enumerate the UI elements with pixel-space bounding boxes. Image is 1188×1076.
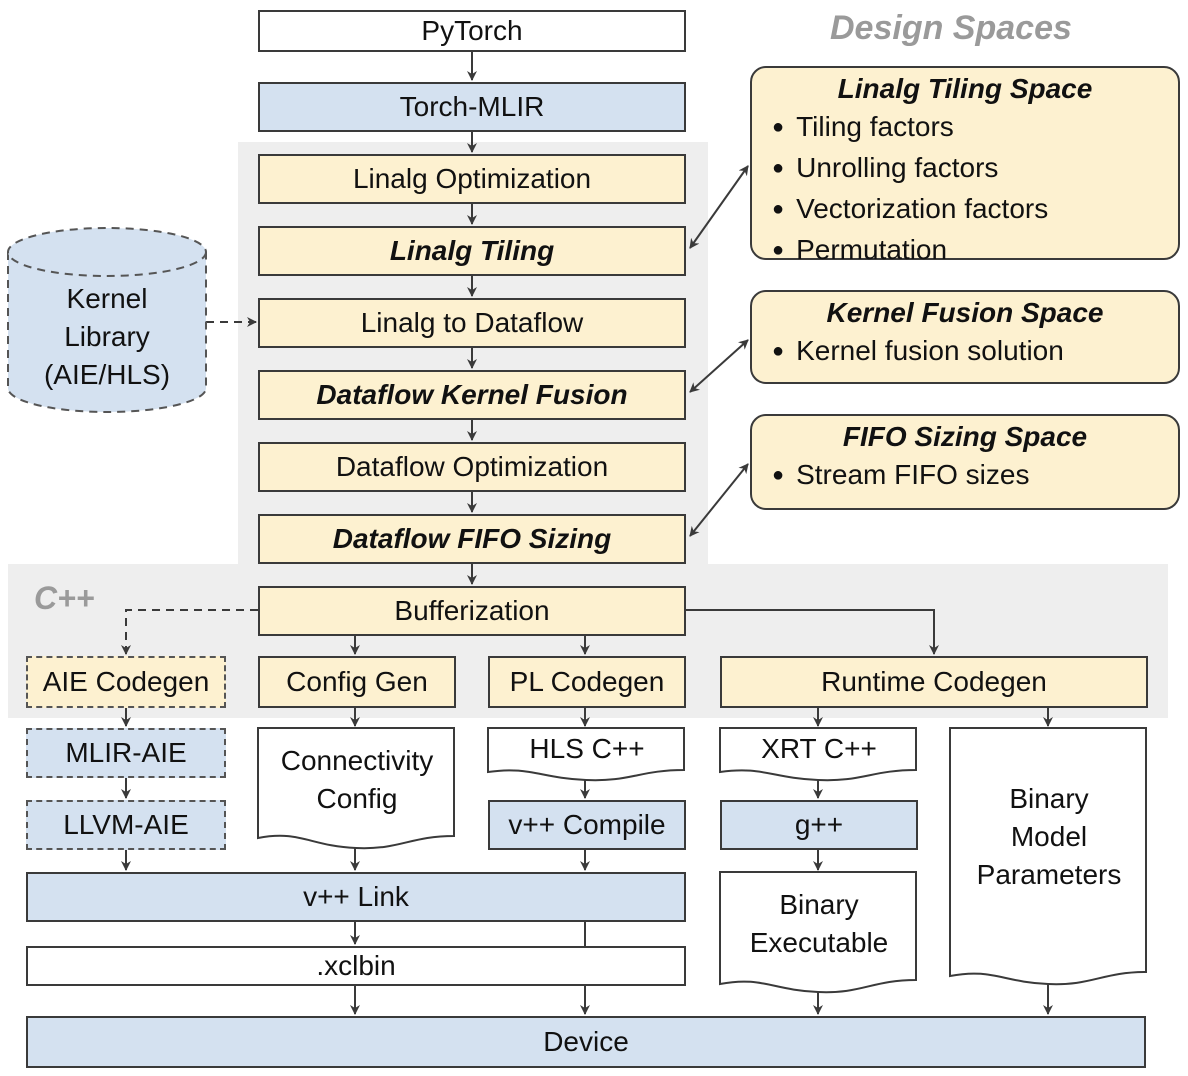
xrt-cpp-label: XRT C++ xyxy=(761,733,877,764)
pytorch-box: PyTorch xyxy=(258,10,686,52)
kernel-fusion-space-title: Kernel Fusion Space xyxy=(826,297,1104,328)
binary-executable-shape xyxy=(719,871,917,994)
hls-cpp-label: HLS C++ xyxy=(529,733,645,764)
xclbin-box: .xclbin xyxy=(26,946,686,986)
binary-model-line1: Binary xyxy=(1009,783,1089,814)
cpp-label: C++ xyxy=(34,580,95,616)
arrow-fusion-space xyxy=(689,339,749,393)
tiling-space-item: Vectorization factors xyxy=(772,190,1178,231)
xrt-cpp-shape xyxy=(719,727,917,782)
connectivity-config-label: Connectivity Config xyxy=(258,742,456,818)
kernel-library-line2: Library xyxy=(64,321,150,352)
tiling-space-item: Permutation xyxy=(772,231,1178,272)
fifo-space-item: Stream FIFO sizes xyxy=(772,456,1178,497)
arrow-buffer-runtime xyxy=(686,609,939,655)
kernel-library-label: Kernel Library (AIE/HLS) xyxy=(8,280,206,394)
linalg-tiling-box: Linalg Tiling xyxy=(258,226,686,276)
binary-model-line3: Parameters xyxy=(976,859,1122,890)
connectivity-config-shape xyxy=(257,727,455,850)
linalg-to-dataflow-box: Linalg to Dataflow xyxy=(258,298,686,348)
runtime-codegen-box: Runtime Codegen xyxy=(720,656,1148,708)
binary-model-label: Binary Model Parameters xyxy=(950,780,1148,894)
torch-mlir-box: Torch-MLIR xyxy=(258,82,686,132)
vpp-compile-box: v++ Compile xyxy=(488,800,686,850)
arrow-fifo-space xyxy=(689,463,749,537)
kernel-library-line3: (AIE/HLS) xyxy=(43,359,171,390)
linalg-tiling-space-title: Linalg Tiling Space xyxy=(837,73,1093,104)
kernel-fusion-space-list: Kernel fusion solution xyxy=(752,332,1178,373)
binary-model-line2: Model xyxy=(1010,821,1088,852)
linalg-optimization-box: Linalg Optimization xyxy=(258,154,686,204)
kernel-fusion-space: Kernel Fusion Space Kernel fusion soluti… xyxy=(750,290,1180,384)
binary-model-shape xyxy=(949,727,1147,986)
dataflow-optimization-box: Dataflow Optimization xyxy=(258,442,686,492)
binary-executable-label: Binary Executable xyxy=(720,886,918,962)
tiling-space-item: Unrolling factors xyxy=(772,149,1178,190)
connectivity-line1: Connectivity xyxy=(280,745,434,776)
fifo-sizing-space: FIFO Sizing Space Stream FIFO sizes xyxy=(750,414,1180,510)
arrow-tiling-space xyxy=(689,165,749,249)
dataflow-fifo-sizing-box: Dataflow FIFO Sizing xyxy=(258,514,686,564)
config-gen-box: Config Gen xyxy=(258,656,456,708)
mlir-aie-box: MLIR-AIE xyxy=(26,728,226,778)
hls-cpp-shape xyxy=(487,727,685,782)
vpp-link-box: v++ Link xyxy=(26,872,686,922)
gpp-box: g++ xyxy=(720,800,918,850)
binary-exec-line1: Binary xyxy=(779,889,859,920)
linalg-tiling-space-list: Tiling factors Unrolling factors Vectori… xyxy=(752,108,1178,272)
pl-codegen-box: PL Codegen xyxy=(488,656,686,708)
linalg-tiling-space: Linalg Tiling Space Tiling factors Unrol… xyxy=(750,66,1180,265)
fifo-sizing-space-list: Stream FIFO sizes xyxy=(752,456,1178,497)
tiling-space-item: Tiling factors xyxy=(772,108,1178,149)
device-box: Device xyxy=(26,1016,1146,1068)
llvm-aie-box: LLVM-AIE xyxy=(26,800,226,850)
fifo-sizing-space-title: FIFO Sizing Space xyxy=(842,421,1088,452)
binary-exec-line2: Executable xyxy=(749,927,889,958)
bufferization-box: Bufferization xyxy=(258,586,686,636)
dataflow-kernel-fusion-box: Dataflow Kernel Fusion xyxy=(258,370,686,420)
kernel-library-line1: Kernel xyxy=(66,283,148,314)
fusion-space-item: Kernel fusion solution xyxy=(772,332,1178,373)
kernel-library-cylinder xyxy=(7,227,207,413)
arrow-buffer-aie xyxy=(121,609,258,655)
connectivity-line2: Config xyxy=(316,783,398,814)
aie-codegen-box: AIE Codegen xyxy=(26,656,226,708)
design-spaces-label: Design Spaces xyxy=(830,9,1072,47)
